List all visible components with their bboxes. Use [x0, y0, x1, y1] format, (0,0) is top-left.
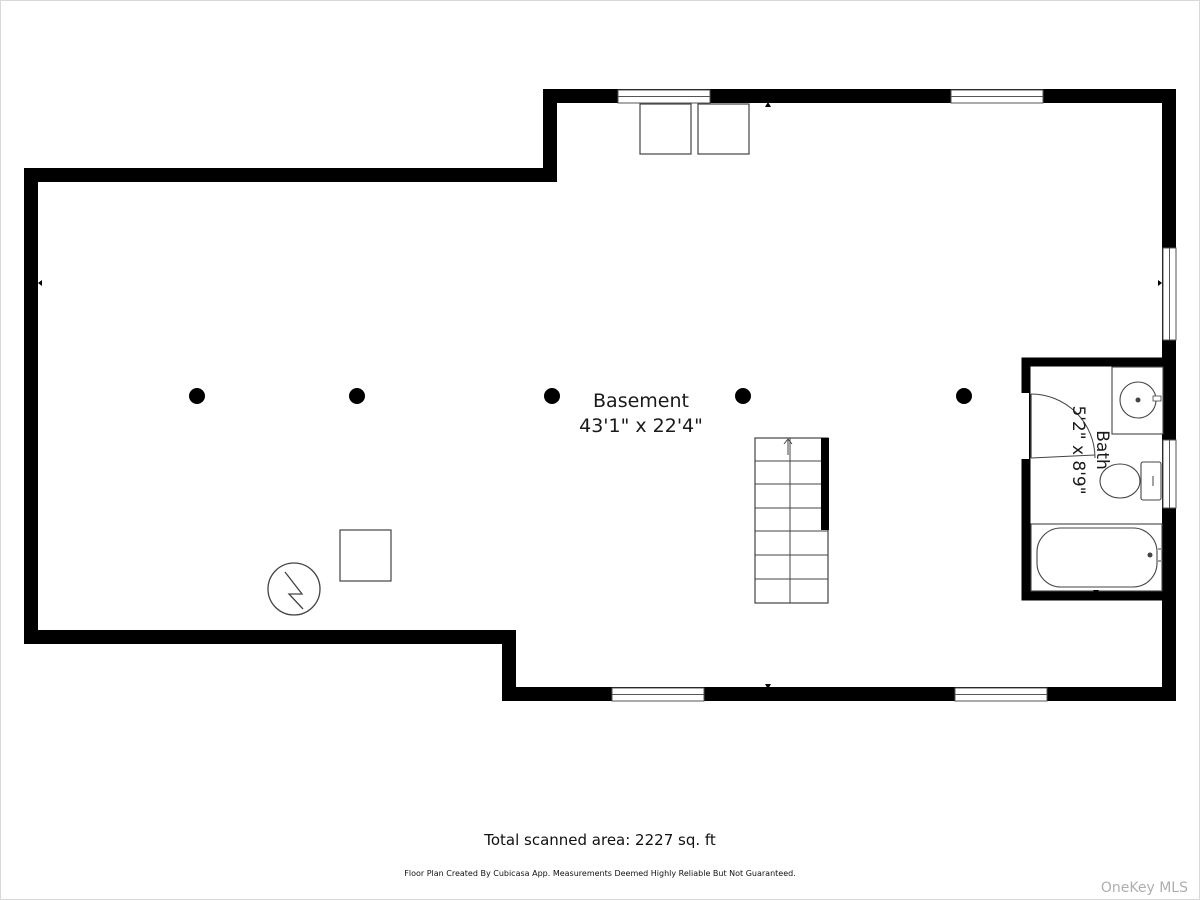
- wall-marker-top: [765, 102, 771, 107]
- window-top-right: [950, 89, 1044, 104]
- window-top-left: [617, 89, 711, 104]
- room-name-bath: Bath: [1092, 430, 1112, 470]
- staircase: [754, 437, 829, 604]
- water-heater-icon: [267, 562, 321, 616]
- window-right-bath: [1162, 439, 1177, 509]
- watermark-logo: OneKey MLS: [1100, 880, 1188, 896]
- wall-marker-bath: [1093, 590, 1099, 594]
- stair-direction-arrow-icon: [783, 438, 793, 455]
- room-dimensions-bath: 5'2" x 8'9": [1068, 405, 1088, 494]
- support-column: [189, 388, 205, 404]
- support-column: [735, 388, 751, 404]
- wall-marker-bottom: [765, 684, 771, 689]
- wall-marker-left: [38, 280, 42, 286]
- wall-marker-right: [1158, 280, 1162, 286]
- support-column: [956, 388, 972, 404]
- room-dimensions-basement: 43'1" x 22'4": [579, 415, 703, 437]
- window-right-upper: [1162, 247, 1177, 341]
- bath-sink: [1111, 366, 1164, 435]
- exterior-wall: [24, 89, 1176, 701]
- window-bottom-right: [954, 687, 1048, 702]
- dryer: [697, 103, 750, 155]
- total-scanned-area: Total scanned area: 2227 sq. ft: [484, 831, 716, 849]
- support-column: [544, 388, 560, 404]
- bath-tub: [1030, 523, 1163, 592]
- bath-wall: [1021, 357, 1169, 601]
- bath-toilet: [1099, 461, 1162, 501]
- disclaimer-text: Floor Plan Created By Cubicasa App. Meas…: [404, 869, 796, 878]
- storage-box: [339, 529, 392, 582]
- support-column: [349, 388, 365, 404]
- washer: [639, 103, 692, 155]
- bath-door: [1021, 393, 1096, 459]
- window-bottom-left: [611, 687, 705, 702]
- room-name-basement: Basement: [593, 390, 689, 412]
